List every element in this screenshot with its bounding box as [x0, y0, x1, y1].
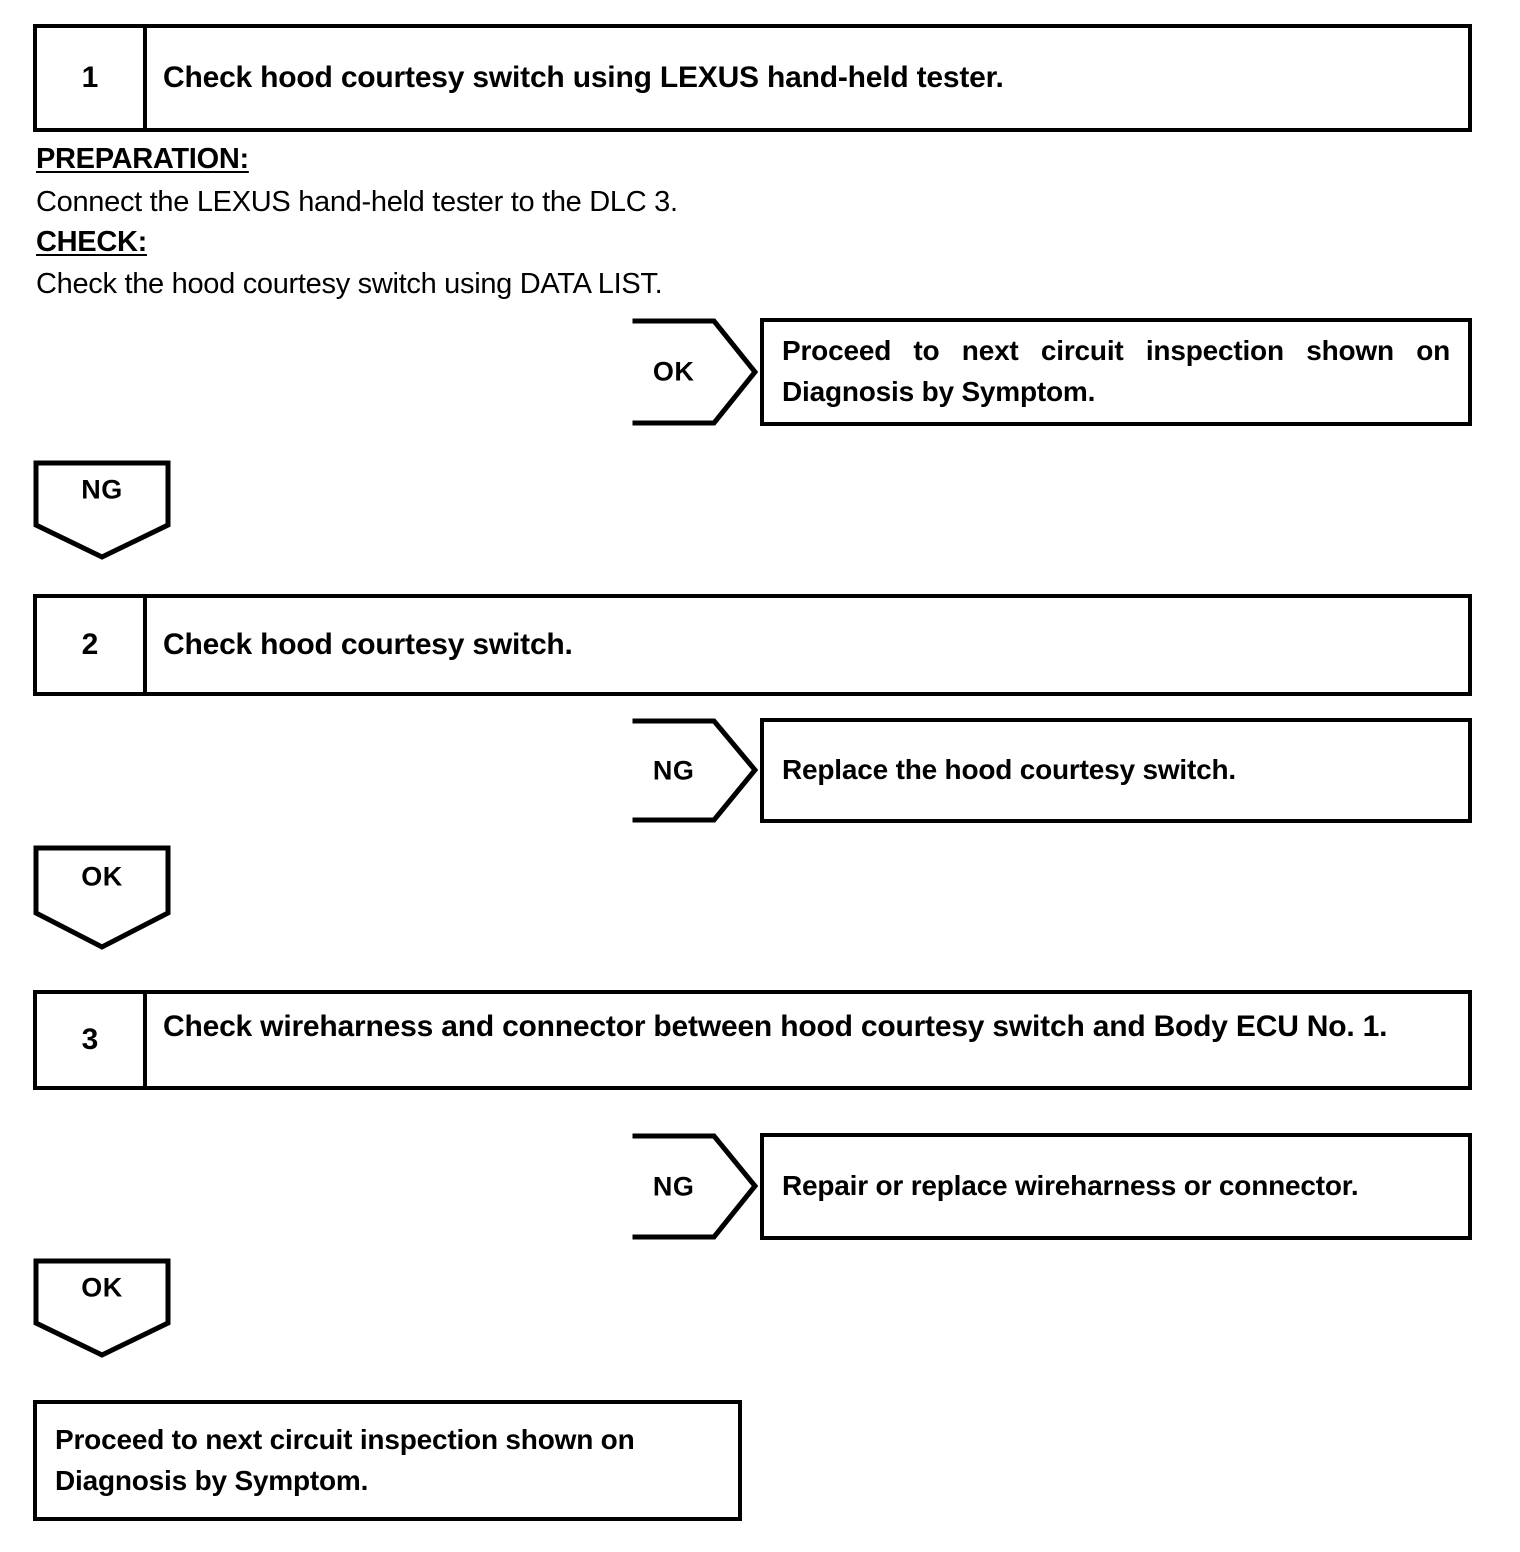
result-line-1: Repair or replace wireharness or connect… [782, 1170, 1359, 1202]
terminal-result-box: Proceed to next circuit inspection shown… [33, 1400, 742, 1521]
branch-label-ng: NG [652, 755, 695, 785]
check-text: Check the hood courtesy switch using DAT… [36, 268, 663, 300]
step-box-1: 1 Check hood courtesy switch using LEXUS… [33, 24, 1472, 132]
branch-arrow-ng-step2: NG [632, 718, 758, 823]
step-box-2: 2 Check hood courtesy switch. [33, 594, 1472, 696]
branch-label-ok: OK [652, 356, 695, 387]
result-box-step3-ng: Repair or replace wireharness or connect… [760, 1133, 1472, 1240]
result-line-1: Replace the hood courtesy switch. [782, 754, 1236, 786]
step-number-1: 1 [37, 28, 147, 128]
preparation-label: PREPARATION: [36, 143, 249, 175]
step-number-2: 2 [37, 598, 147, 692]
branch-arrow-ng-step1: NG [33, 460, 171, 560]
branch-label-ok: OK [81, 861, 123, 891]
preparation-text: Connect the LEXUS hand-held tester to th… [36, 186, 678, 218]
result-line-2: Diagnosis by Symptom. [782, 376, 1096, 407]
branch-arrow-ng-step3: NG [632, 1133, 758, 1240]
step-title-1: Check hood courtesy switch using LEXUS h… [163, 60, 1004, 94]
step-title-2: Check hood courtesy switch. [163, 627, 573, 661]
branch-label-ng: NG [652, 1171, 695, 1201]
step-number-3: 3 [37, 994, 147, 1086]
branch-arrow-ok-step2: OK [33, 845, 171, 950]
branch-label-ng: NG [81, 474, 123, 505]
step-title-3: Check wireharness and connector between … [163, 1010, 1388, 1043]
step-box-3: 3 Check wireharness and connector betwee… [33, 990, 1472, 1090]
check-label: CHECK: [36, 226, 147, 258]
branch-arrow-ok-step1: OK [632, 318, 758, 426]
result-box-step2-ng: Replace the hood courtesy switch. [760, 718, 1472, 823]
result-box-step1-ok: Proceed to next circuit inspection shown… [760, 318, 1472, 426]
terminal-line-2: Diagnosis by Symptom. [55, 1464, 369, 1496]
result-line-1: Proceed to next circuit inspection shown… [782, 335, 1450, 367]
branch-arrow-ok-step3: OK [33, 1258, 171, 1358]
terminal-line-1: Proceed to next circuit inspection shown… [55, 1423, 635, 1455]
branch-label-ok: OK [81, 1272, 123, 1303]
